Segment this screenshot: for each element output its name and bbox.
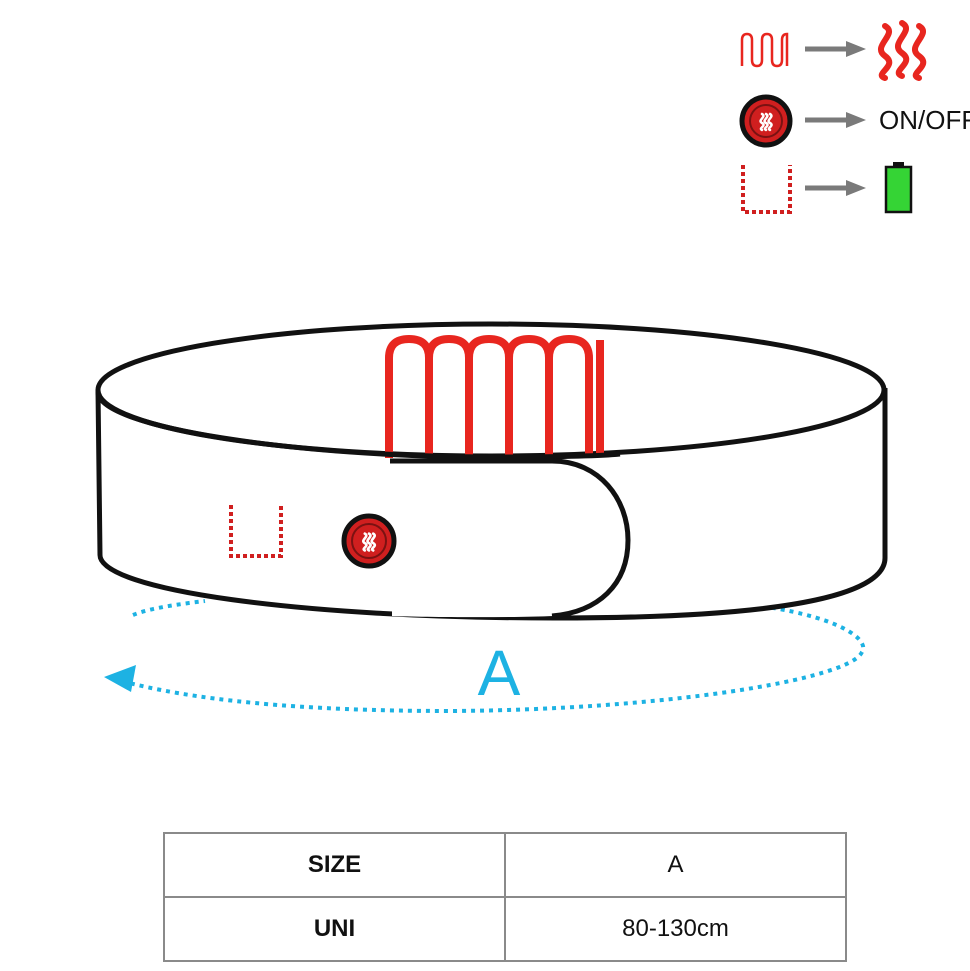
- battery-pocket-icon: [229, 505, 283, 558]
- battery-icon: [884, 162, 913, 214]
- size-value-cell: UNI: [163, 896, 506, 962]
- legend: ON/OFF: [739, 20, 970, 214]
- belt: A: [95, 321, 888, 714]
- velcro-flap-outline: [390, 458, 631, 619]
- table-row: UNI 80-130cm: [163, 896, 847, 962]
- battery-pocket-icon: [741, 165, 792, 214]
- size-header-cell: SIZE: [163, 832, 506, 898]
- heating-element-icon: [385, 334, 604, 458]
- arrow-icon: [805, 180, 866, 196]
- dimension-header-cell: A: [504, 832, 847, 898]
- dimension-value-cell: 80-130cm: [504, 896, 847, 962]
- heating-element-icon: [740, 32, 789, 68]
- dimension-arc-left: [132, 599, 206, 617]
- on-off-label: ON/OFF: [879, 105, 970, 135]
- heat-waves-icon: [878, 20, 927, 81]
- velcro-flap: [392, 462, 628, 618]
- dimension-arrowhead-icon: [104, 665, 136, 692]
- power-button-icon: [341, 513, 397, 569]
- arrow-icon: [805, 112, 866, 128]
- dimension-label: A: [478, 637, 521, 709]
- table-header-row: SIZE A: [163, 832, 847, 898]
- dimension-arc-right: [117, 602, 866, 714]
- power-button-icon: [739, 94, 793, 148]
- arrow-icon: [805, 41, 866, 57]
- size-table: SIZE A UNI 80-130cm: [163, 832, 847, 962]
